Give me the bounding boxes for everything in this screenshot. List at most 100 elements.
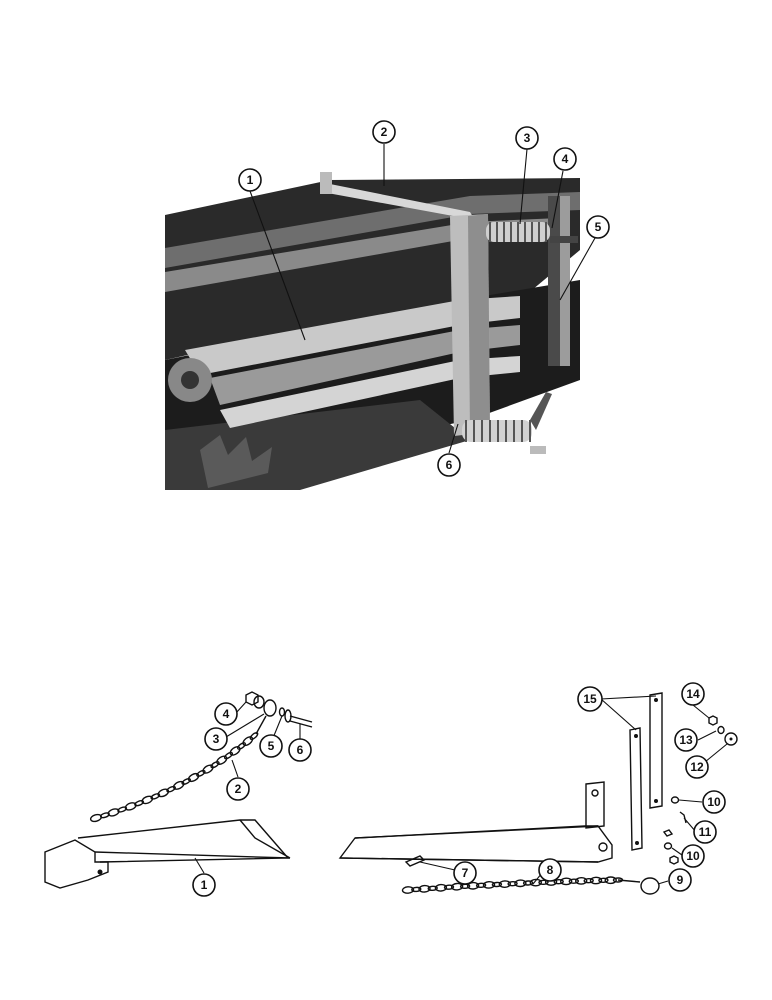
svg-text:11: 11	[699, 825, 712, 839]
chain-link	[157, 788, 170, 798]
right-callout-11: 11	[693, 820, 717, 844]
photo-machine-frame	[165, 172, 580, 490]
chain-link	[134, 800, 145, 807]
right-leaders	[419, 695, 728, 885]
svg-text:3: 3	[524, 131, 531, 145]
photo-callout-3: 3	[515, 126, 539, 150]
left-callout-3: 3	[204, 727, 228, 751]
svg-text:4: 4	[562, 152, 569, 166]
right-straps	[629, 692, 663, 851]
svg-text:15: 15	[583, 692, 597, 706]
svg-text:9: 9	[677, 873, 684, 887]
svg-text:10: 10	[686, 849, 700, 863]
svg-text:12: 12	[690, 760, 704, 774]
chain-link	[418, 884, 431, 893]
chain-link	[411, 886, 422, 893]
right-callout-9: 9	[668, 868, 692, 892]
chain-link	[475, 882, 487, 889]
upper-spring	[486, 222, 578, 243]
svg-text:10: 10	[707, 795, 721, 809]
chain-link	[466, 881, 480, 890]
left-callout-1: 1	[192, 873, 216, 897]
left-chain	[89, 732, 259, 823]
chain-link	[150, 793, 161, 800]
right-chain-ring	[617, 877, 660, 895]
right-callout-7: 7	[453, 861, 477, 885]
lower-spring	[462, 392, 552, 454]
svg-text:1: 1	[201, 878, 208, 892]
chain-link	[498, 880, 511, 889]
chain-link	[553, 878, 564, 885]
left-callout-4: 4	[214, 702, 238, 726]
chain-link	[166, 785, 176, 793]
svg-text:3: 3	[213, 732, 220, 746]
chain-link	[117, 806, 128, 813]
chain-link	[196, 769, 206, 777]
chain-link	[450, 882, 464, 891]
right-callout-13: 13	[674, 728, 698, 752]
chain-link	[107, 808, 120, 817]
left-deflector-plate	[44, 819, 291, 889]
chain-link	[568, 878, 579, 884]
svg-text:2: 2	[235, 782, 242, 796]
chain-link	[529, 878, 542, 887]
chain-link	[427, 885, 438, 892]
left-leaders	[194, 701, 301, 874]
chain-link	[507, 880, 518, 887]
chain-link	[401, 886, 415, 894]
svg-text:2: 2	[381, 125, 388, 139]
svg-text:7: 7	[462, 866, 469, 880]
right-callout-15: 15	[577, 686, 603, 712]
left-callout-5: 5	[259, 734, 283, 758]
chain-link	[229, 746, 241, 756]
right-hardware	[662, 715, 738, 865]
chain-link	[210, 761, 220, 769]
chain-link	[482, 880, 496, 889]
right-callout-10-lower: 10	[681, 844, 705, 868]
svg-text:5: 5	[595, 220, 602, 234]
chain-link	[589, 876, 603, 885]
photo-callout-1: 1	[238, 168, 262, 192]
chain-link	[202, 764, 214, 774]
svg-text:4: 4	[223, 707, 230, 721]
photo-callout-4: 4	[553, 147, 577, 171]
right-callout-14: 14	[681, 682, 705, 706]
left-callout-6: 6	[288, 738, 312, 762]
left-hardware	[245, 691, 313, 735]
right-deflector-plate	[338, 781, 613, 867]
chain-link	[237, 742, 246, 750]
right-callout-12: 12	[685, 755, 709, 779]
svg-text:13: 13	[679, 733, 693, 747]
chain-link	[99, 812, 110, 819]
svg-text:6: 6	[446, 458, 453, 472]
chain-link	[242, 736, 254, 747]
chain-link	[604, 876, 617, 885]
right-callout-10-upper: 10	[702, 790, 726, 814]
svg-text:14: 14	[686, 687, 700, 701]
chain-link	[514, 879, 527, 888]
svg-text:1: 1	[247, 173, 254, 187]
chain-link	[223, 751, 234, 760]
photo-callout-5: 5	[586, 215, 610, 239]
chain-link	[538, 879, 549, 886]
chain-link	[443, 884, 455, 890]
chain-link	[216, 755, 228, 765]
photo-callout-6: 6	[437, 453, 461, 477]
chain-link	[575, 876, 588, 885]
svg-text:6: 6	[297, 743, 304, 757]
chain-link	[89, 813, 103, 823]
chain-link	[249, 732, 259, 740]
chain-link	[187, 772, 200, 783]
left-callout-2: 2	[226, 777, 250, 801]
chain-link	[141, 795, 154, 805]
chain-link	[434, 883, 448, 892]
svg-text:8: 8	[547, 863, 554, 877]
chain-link	[181, 778, 191, 785]
photo-leaders	[249, 144, 596, 454]
right-chain	[401, 876, 624, 894]
chain-link	[560, 877, 573, 886]
chain-link	[172, 780, 185, 790]
right-callout-8: 8	[538, 858, 562, 882]
photo-callout-2: 2	[372, 120, 396, 144]
